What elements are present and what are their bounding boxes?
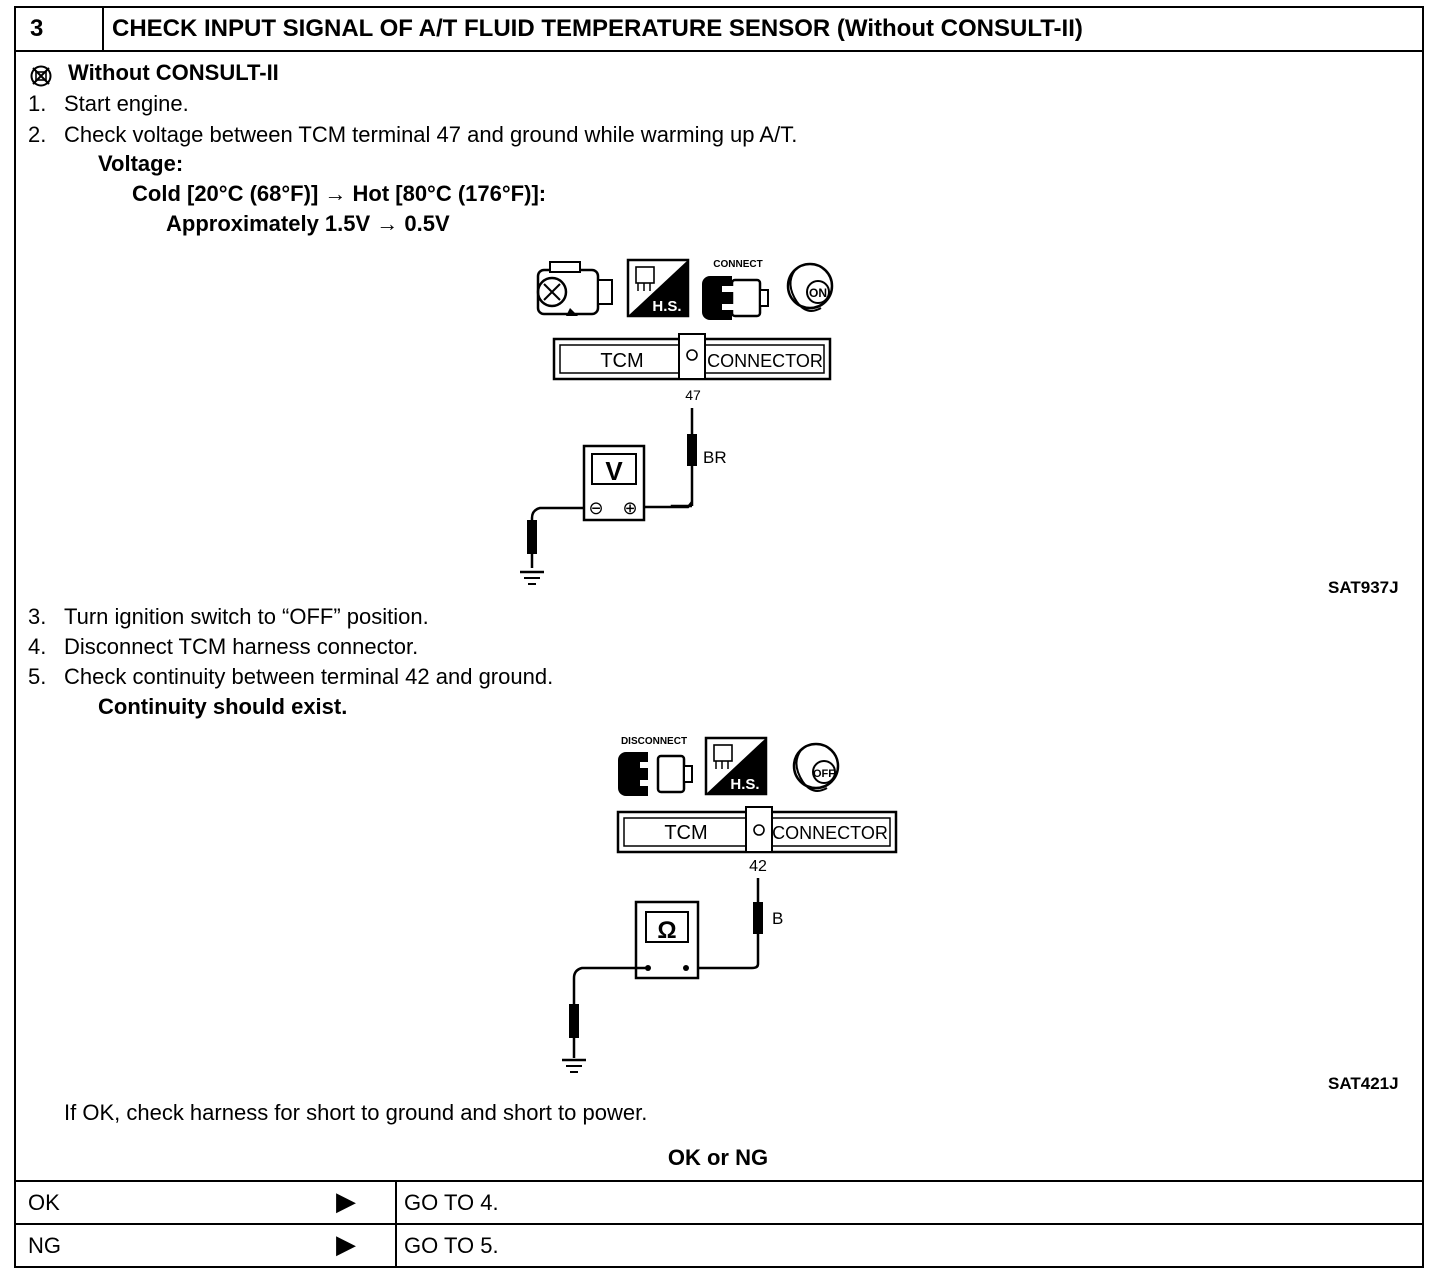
wire-color-b: B bbox=[772, 909, 783, 928]
result-ng-label: NG bbox=[28, 1233, 61, 1258]
engine-running-icon bbox=[536, 261, 613, 316]
step-5-text: Check continuity between terminal 42 and… bbox=[64, 664, 554, 689]
voltmeter: V ⊖ ⊕ bbox=[582, 444, 646, 522]
connect-icon: CONNECT bbox=[702, 259, 769, 320]
continuity-note: Continuity should exist. bbox=[98, 694, 348, 719]
step-2-text: Check voltage between TCM terminal 47 an… bbox=[64, 122, 798, 147]
step-1-text: Start engine. bbox=[64, 91, 189, 116]
voltmeter-plus: ⊕ bbox=[622, 498, 637, 518]
step-3-number: 3. bbox=[28, 604, 47, 629]
connector-right-label: CONNECTOR bbox=[707, 351, 823, 371]
disconnect-icon: DISCONNECT bbox=[618, 736, 693, 796]
connector-left-label: TCM bbox=[600, 350, 643, 372]
disconnect-icon-label: DISCONNECT bbox=[621, 736, 687, 747]
ignition-off-icon: OFF bbox=[792, 742, 840, 792]
connect-icon-label: CONNECT bbox=[713, 259, 762, 270]
procedure-frame bbox=[14, 6, 1424, 1268]
step-4-number: 4. bbox=[28, 634, 47, 659]
spec-label: Voltage: bbox=[98, 151, 184, 176]
connector-left-label-2: TCM bbox=[664, 822, 707, 844]
tcm-connector-47: TCM CONNECTOR bbox=[552, 333, 832, 381]
ohmmeter: Ω bbox=[634, 900, 700, 980]
result-ok-action: GO TO 4. bbox=[404, 1190, 499, 1215]
hs-icon-label-2: H.S. bbox=[730, 776, 759, 793]
result-table-divider bbox=[395, 1180, 397, 1268]
header-bottom-rule bbox=[14, 50, 1424, 52]
result-ok-label: OK bbox=[28, 1190, 60, 1215]
ignition-off-label: OFF bbox=[813, 768, 835, 780]
tcm-connector-42: TCM CONNECTOR bbox=[616, 806, 898, 854]
wire-color-br: BR bbox=[703, 448, 727, 467]
continuity-check-diagram: DISCONNECT H.S. OFF TCM CONNECTOR 42 B bbox=[562, 736, 898, 1073]
footer-note: If OK, check harness for short to ground… bbox=[64, 1100, 648, 1125]
result-title: OK or NG bbox=[667, 1145, 769, 1170]
result-ng-arrow-icon: ▶ bbox=[336, 1229, 356, 1259]
section-label: Without CONSULT-II bbox=[68, 60, 279, 85]
ignition-on-icon: ON bbox=[786, 262, 834, 312]
hs-harness-icon: H.S. bbox=[626, 258, 690, 318]
step-title: CHECK INPUT SIGNAL OF A/T FLUID TEMPERAT… bbox=[112, 15, 1083, 42]
step-3-text: Turn ignition switch to “OFF” position. bbox=[64, 604, 429, 629]
ohmmeter-symbol: Ω bbox=[657, 917, 676, 944]
step-4-text: Disconnect TCM harness connector. bbox=[64, 634, 419, 659]
ignition-on-label: ON bbox=[809, 286, 827, 300]
result-table-top-rule bbox=[14, 1180, 1424, 1182]
voltmeter-minus: ⊖ bbox=[588, 498, 603, 518]
terminal-42-label: 42 bbox=[749, 858, 767, 875]
step-5-number: 5. bbox=[28, 664, 47, 689]
result-ok-arrow-icon: ▶ bbox=[336, 1186, 356, 1216]
step-1-number: 1. bbox=[28, 91, 47, 116]
ground-symbol-1 bbox=[520, 570, 544, 585]
spec-value: Approximately 1.5V → 0.5V bbox=[166, 211, 450, 236]
step-number: 3 bbox=[30, 15, 44, 42]
figure-2-code: SAT421J bbox=[1328, 1074, 1399, 1093]
result-ng-action: GO TO 5. bbox=[404, 1233, 499, 1258]
voltage-check-diagram: H.S. CONNECT ON TCM CONNECTOR 47 BR V ⊖ … bbox=[520, 258, 834, 585]
figure-1-code: SAT937J bbox=[1328, 578, 1399, 597]
terminal-47-label: 47 bbox=[685, 387, 701, 403]
step-2-number: 2. bbox=[28, 122, 47, 147]
result-table-mid-rule bbox=[14, 1223, 1424, 1225]
connector-right-label-2: CONNECTOR bbox=[772, 823, 888, 843]
voltmeter-symbol: V bbox=[605, 456, 623, 486]
hs-harness-icon-2: H.S. bbox=[704, 736, 768, 796]
hs-icon-label: H.S. bbox=[652, 298, 681, 315]
no-consult-icon bbox=[28, 62, 58, 88]
ground-symbol-2 bbox=[562, 1058, 586, 1073]
spec-condition: Cold [20°C (68°F)] → Hot [80°C (176°F)]: bbox=[132, 181, 547, 206]
header-divider bbox=[102, 6, 104, 52]
